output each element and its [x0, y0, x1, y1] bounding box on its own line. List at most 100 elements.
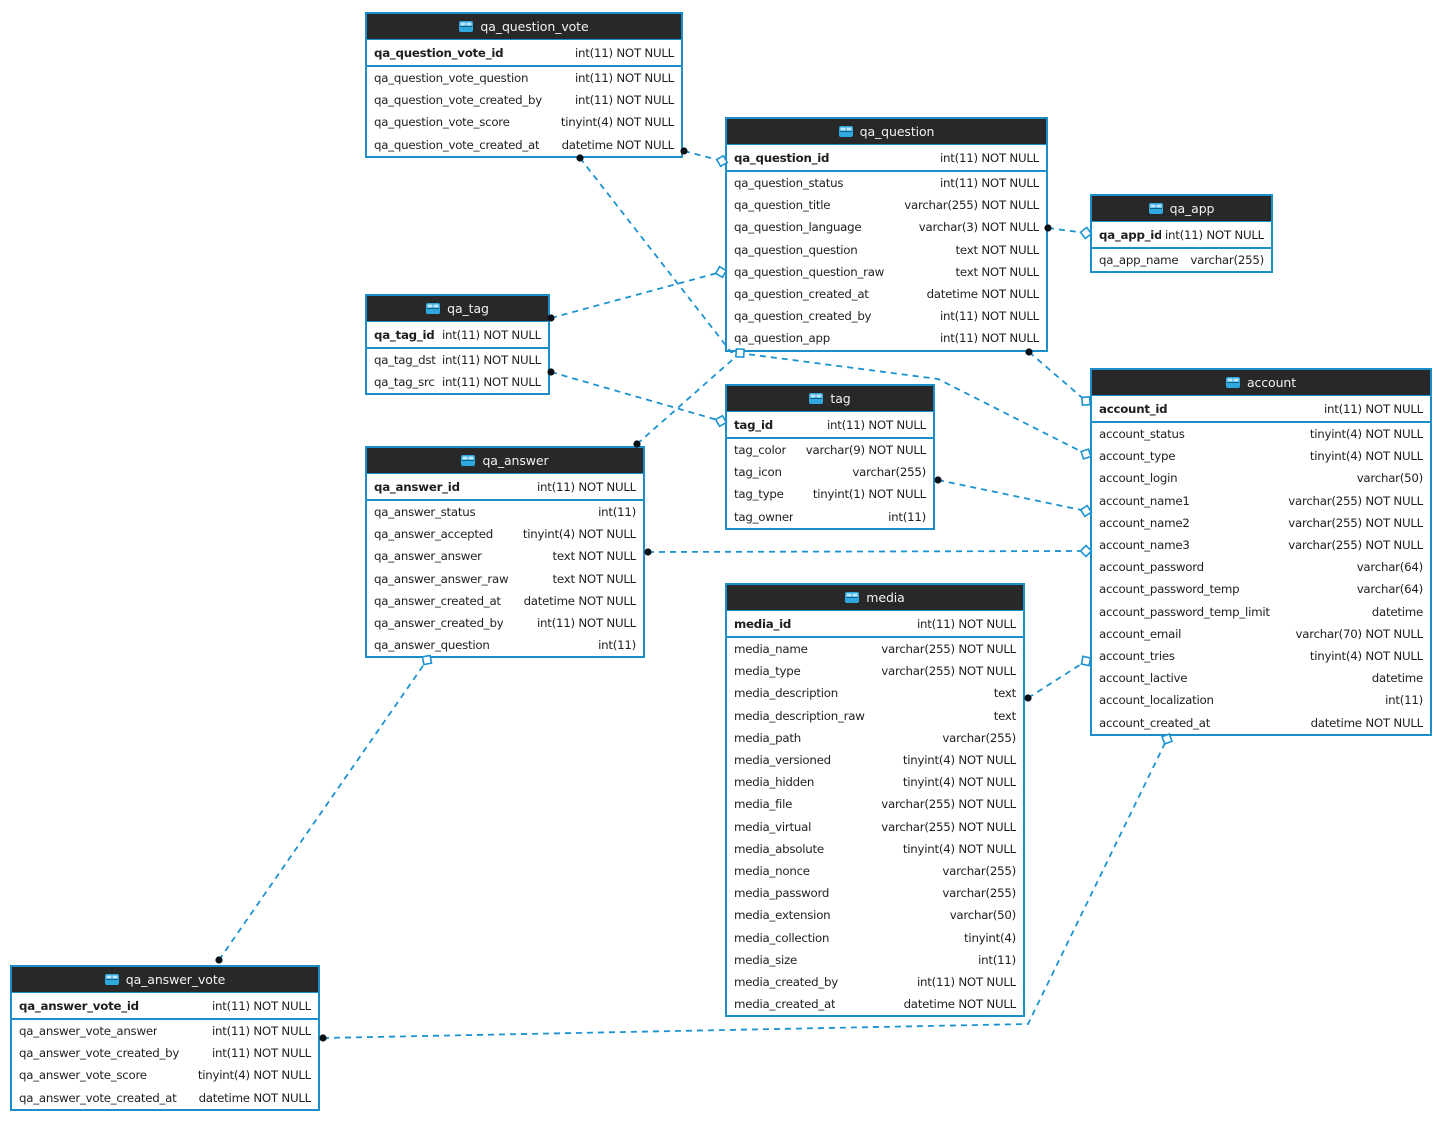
table-header[interactable]: qa_tag — [367, 296, 548, 322]
relation-qa_question-to-qa_app[interactable] — [1044, 224, 1093, 240]
relation-qa_tag-to-tag[interactable] — [547, 368, 728, 428]
column-name: account_localization — [1099, 693, 1214, 708]
table-header[interactable]: qa_question — [727, 119, 1046, 145]
relation-qa_tag-to-qa_question[interactable] — [547, 265, 728, 322]
relation-qa_question_vote-to-qa_question[interactable] — [680, 147, 729, 168]
table-header[interactable]: account — [1092, 370, 1430, 396]
table-header[interactable]: tag — [727, 386, 933, 412]
relation-qa_answer_vote-to-qa_answer[interactable] — [215, 652, 434, 964]
column-type: text NOT NULL — [552, 549, 637, 564]
column-name: qa_answer_answer — [374, 549, 482, 564]
table-row[interactable]: qa_answer_answer text NOT NULL — [367, 545, 643, 567]
table-header[interactable]: qa_app — [1092, 196, 1271, 222]
relation-qa_answer-to-account[interactable] — [644, 544, 1093, 558]
table-header[interactable]: qa_answer — [367, 448, 643, 474]
table-header[interactable]: qa_question_vote — [367, 14, 681, 40]
table-header[interactable]: qa_answer_vote — [12, 967, 318, 993]
relation-qa_question-to-account[interactable] — [1025, 348, 1093, 408]
relation-media-to-account[interactable] — [1024, 653, 1093, 702]
relation-tag-to-account[interactable] — [934, 476, 1093, 518]
table-header[interactable]: media — [727, 585, 1023, 611]
